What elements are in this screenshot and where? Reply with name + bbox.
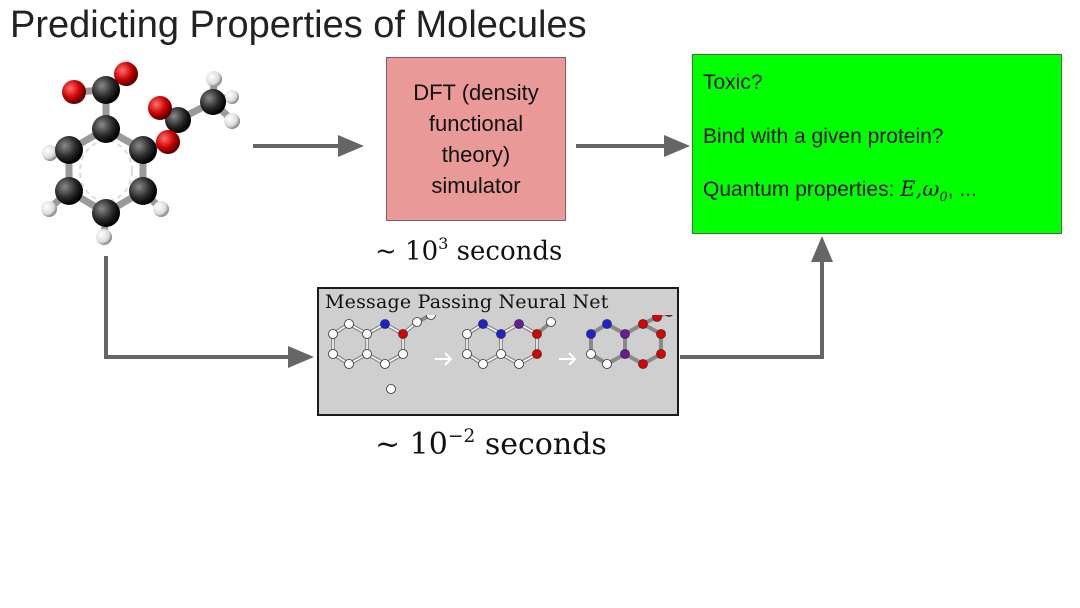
arrow-right-icon (559, 352, 577, 366)
dft-simulator-box: DFT (density functional theory) simulato… (386, 57, 566, 221)
mpnn-figure-box: Message Passing Neural Net (317, 287, 679, 416)
arrow-dft-to-output (576, 135, 690, 157)
property-toxic: Toxic? (703, 71, 763, 94)
arrow-right-icon (435, 352, 453, 366)
dft-time-label: ~ 103 seconds (375, 234, 562, 266)
dft-time-prefix: ~ 10 (375, 236, 439, 267)
property-quantum: Quantum properties: E,ω0, ... (703, 177, 977, 205)
molecular-graph-icon (328, 315, 673, 394)
mpnn-time-suffix: seconds (475, 427, 607, 463)
arrow-mpnn-to-output (680, 236, 833, 359)
quantum-subscript: 0 (939, 190, 948, 206)
predicted-properties-box: Toxic? Bind with a given protein? Quantu… (692, 54, 1062, 234)
graph-step-3 (586, 315, 673, 369)
mpnn-time-exponent: −2 (447, 426, 476, 447)
quantum-suffix: , ... (947, 178, 977, 201)
graph-step-1 (328, 315, 436, 394)
property-protein-binding: Bind with a given protein? (703, 125, 944, 148)
property-quantum-label: Quantum properties: (703, 178, 901, 201)
dft-time-suffix: seconds (448, 236, 563, 267)
dft-simulator-label: DFT (density functional theory) simulato… (413, 80, 539, 198)
dft-time-exponent: 3 (438, 234, 449, 253)
mpnn-time-prefix: ~ 10 (375, 427, 448, 463)
graph-step-2 (462, 317, 556, 369)
mpnn-title: Message Passing Neural Net (325, 291, 609, 313)
quantum-symbols: E,ω (900, 177, 940, 201)
mpnn-time-label: ~ 10−2 seconds (375, 426, 607, 462)
aspirin-molecule-icon (41, 60, 240, 245)
slide-title: Predicting Properties of Molecules (10, 4, 587, 46)
